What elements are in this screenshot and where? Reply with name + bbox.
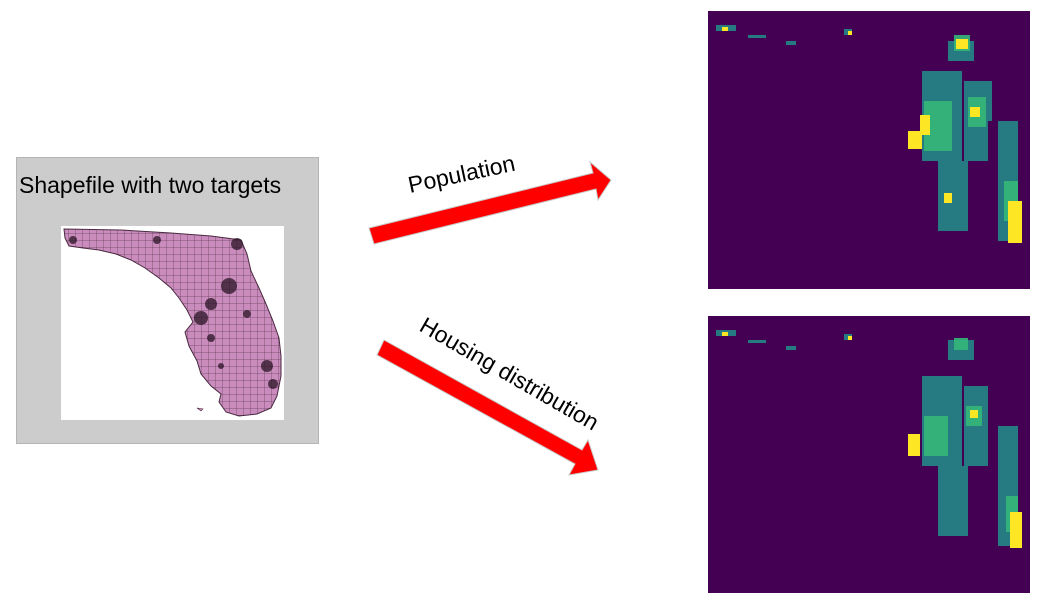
source-title: Shapefile with two targets (19, 172, 282, 198)
florida-shapefile-image (61, 226, 284, 420)
housing-heatmap-image (708, 316, 1030, 593)
population-heatmap (708, 11, 1030, 289)
housing-heatmap (708, 316, 1030, 593)
population-arrow (368, 160, 612, 245)
housing-arrow (376, 339, 599, 476)
population-heatmap-image (708, 11, 1030, 289)
florida-map-icon (63, 228, 282, 417)
source-panel: Shapefile with two targets (16, 157, 319, 444)
population-label: Population (406, 150, 518, 198)
